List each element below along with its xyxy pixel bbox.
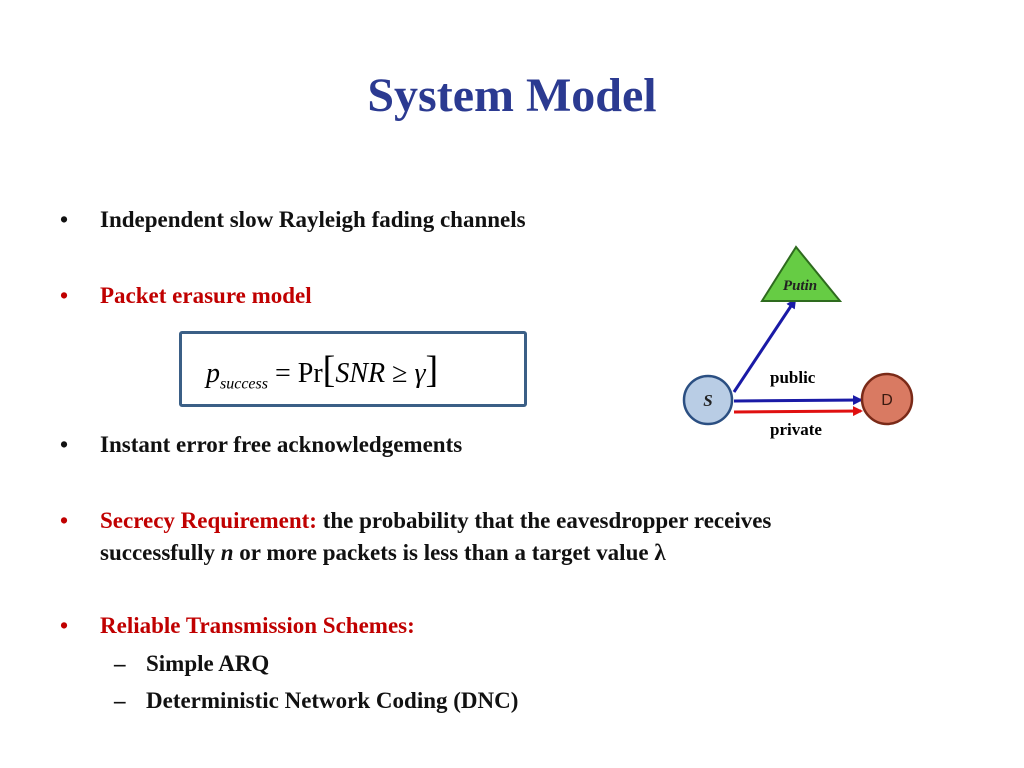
sub-item-text: Deterministic Network Coding (DNC) bbox=[146, 688, 519, 713]
bullet-text-line-1: Secrecy Requirement: the probability tha… bbox=[100, 505, 771, 537]
public-link-to-destination bbox=[733, 395, 863, 406]
eavesdropper-node bbox=[760, 245, 843, 302]
private-link-to-destination bbox=[733, 406, 863, 417]
destination-node bbox=[860, 372, 914, 426]
bullet-text: Reliable Transmission Schemes: bbox=[100, 613, 415, 638]
secrecy-line2-start: successfully bbox=[100, 540, 221, 565]
sub-item-marker: – bbox=[114, 651, 126, 676]
secrecy-line2-end: or more packets is less than a target va… bbox=[233, 540, 666, 565]
bullet-text: Instant error free acknowledgements bbox=[100, 432, 463, 457]
formula-right-bracket: ] bbox=[425, 349, 439, 391]
formula-geq: ≥ bbox=[385, 358, 415, 389]
bullet-text: Packet erasure model bbox=[100, 283, 312, 308]
formula-subscript: success bbox=[220, 375, 268, 393]
network-diagram: Putin S D public private bbox=[670, 240, 930, 440]
network-diagram-svg: Putin S D bbox=[682, 245, 914, 426]
bullet-text: Independent slow Rayleigh fading channel… bbox=[100, 207, 526, 232]
bullet-marker: • bbox=[60, 207, 69, 232]
formula-p: p bbox=[206, 358, 220, 389]
formula-equals-pr: = Pr bbox=[267, 358, 323, 389]
eavesdropper-label: Putin bbox=[783, 278, 817, 294]
slide-title: System Model bbox=[367, 69, 657, 122]
sub-item-text: Simple ARQ bbox=[146, 651, 270, 676]
secrecy-requirement-label: Secrecy Requirement: bbox=[100, 508, 317, 533]
bullet-marker: • bbox=[60, 508, 69, 533]
source-label: S bbox=[703, 391, 712, 410]
private-label: private bbox=[770, 420, 822, 439]
sub-item-marker: – bbox=[114, 688, 126, 713]
formula-gamma: γ bbox=[414, 358, 426, 389]
formula-box: psuccess = Pr[SNR ≥ γ] bbox=[179, 331, 527, 407]
bullet-marker: • bbox=[60, 283, 69, 308]
public-link-to-eavesdropper bbox=[732, 298, 797, 393]
bullet-marker: • bbox=[60, 613, 69, 638]
bullet-marker: • bbox=[60, 432, 69, 457]
bullet-text-line-2: successfully n or more packets is less t… bbox=[100, 537, 666, 569]
public-label: public bbox=[770, 368, 816, 387]
destination-label: D bbox=[881, 392, 893, 409]
success-probability-formula: psuccess = Pr[SNR ≥ γ] bbox=[206, 348, 438, 394]
formula-left-bracket: [ bbox=[322, 349, 336, 391]
secrecy-requirement-text: the probability that the eavesdropper re… bbox=[316, 508, 772, 533]
secrecy-n-variable: n bbox=[220, 540, 234, 565]
source-node bbox=[682, 374, 734, 426]
formula-snr: SNR bbox=[335, 358, 386, 389]
